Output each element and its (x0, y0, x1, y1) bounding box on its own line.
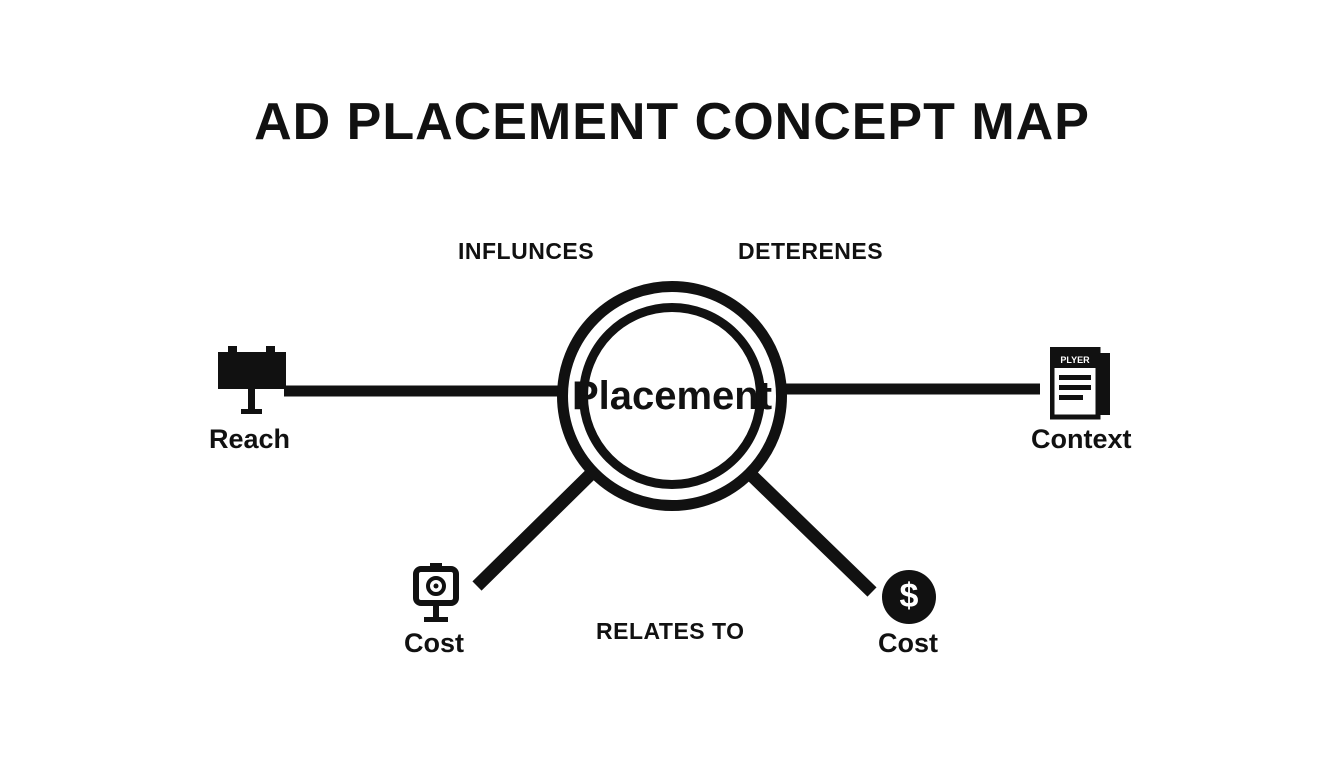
dollar-circle: $ (882, 570, 936, 624)
center-node-placement: Placement (557, 281, 787, 511)
edge-label-determines: DETERENES (738, 238, 884, 264)
node-label-reach: Reach (209, 424, 291, 454)
center-node-inner-ring (579, 303, 765, 489)
dollar-circle-icon: $ (882, 570, 936, 624)
dollar-sign: $ (899, 577, 919, 615)
flyer-header-text: PLYER (1060, 355, 1090, 365)
flyer-icon: PLYER (1049, 346, 1114, 428)
center-node-label: Placement (571, 373, 773, 418)
billboard-icon (214, 344, 290, 427)
node-label-cost-right: Cost (878, 628, 938, 658)
edge-label-influences: INFLUNCES (458, 238, 595, 264)
price-sign-icon (408, 563, 464, 630)
edge-label-relates-to: RELATES TO (596, 618, 745, 644)
node-label-cost-left: Cost (404, 628, 464, 658)
node-label-context: Context (1031, 424, 1132, 454)
page-title: AD PLACEMENT CONCEPT MAP (254, 93, 1090, 151)
